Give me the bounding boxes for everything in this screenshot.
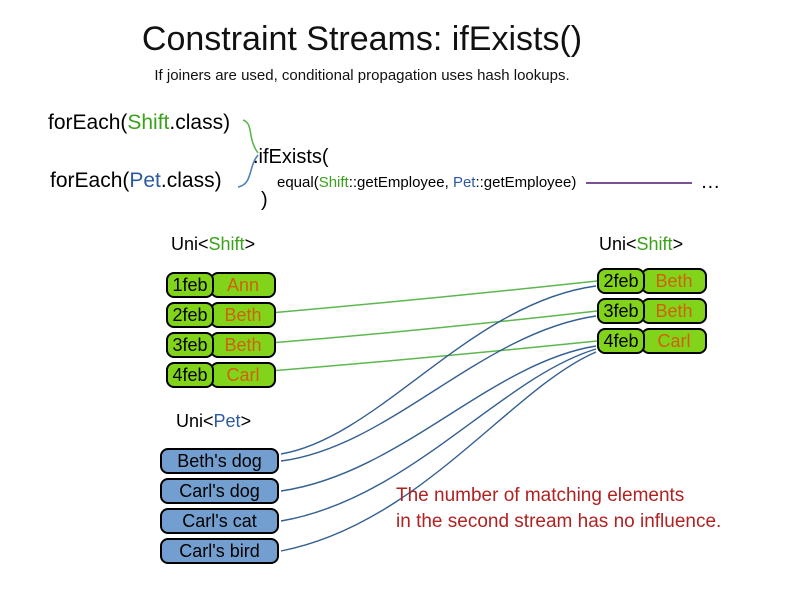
list-item: Beth's dog	[160, 448, 279, 474]
header-prefix: Uni<	[599, 234, 637, 254]
code-equal-joiner: equal(Shift::getEmployee, Pet::getEmploy…	[277, 171, 720, 194]
page-title: Constraint Streams: ifExists()	[141, 20, 583, 58]
pet-table: Beth's dog Carl's dog Carl's cat Carl's …	[160, 448, 279, 564]
date-cell: 1feb	[166, 272, 214, 298]
match-line-beths-dog-2feb	[280, 285, 597, 455]
equal-prefix: equal(	[277, 174, 319, 191]
employee-cell: Carl	[641, 328, 707, 354]
header-type: Shift	[208, 234, 245, 254]
employee-cell: Carl	[210, 362, 276, 388]
header-suffix: >	[240, 411, 252, 431]
table-row: 2feb Beth	[597, 268, 707, 294]
employee-cell: Beth	[210, 302, 276, 328]
equal-pet-ref: Pet	[452, 174, 476, 191]
right-shift-table: 2feb Beth 3feb Beth 4feb Carl	[597, 268, 707, 354]
pet-table-header: Uni<Pet>	[176, 411, 251, 432]
employee-cell: Beth	[641, 268, 707, 294]
match-line-beths-dog-3feb	[280, 315, 597, 462]
right-shift-table-header: Uni<Shift>	[599, 234, 683, 255]
date-cell: 3feb	[597, 298, 645, 324]
foreach-shift-class: Shift	[127, 111, 170, 134]
list-item: Carl's cat	[160, 508, 279, 534]
date-cell: 4feb	[597, 328, 645, 354]
code-foreach-shift: forEach(Shift.class)	[48, 111, 230, 135]
table-row: 3feb Beth	[597, 298, 707, 324]
slide-header: Constraint Streams: ifExists() If joiner…	[0, 0, 724, 84]
match-line-carls-dog-4feb	[280, 345, 597, 492]
date-cell: 2feb	[597, 268, 645, 294]
annotation-line2: in the second stream has no influence.	[396, 511, 722, 532]
table-row: 3feb Beth	[166, 332, 276, 358]
ellipsis-text: …	[700, 171, 721, 193]
list-item: Carl's dog	[160, 478, 279, 504]
header-prefix: Uni<	[171, 234, 209, 254]
employee-cell: Beth	[210, 332, 276, 358]
match-line-shift-2feb	[269, 280, 598, 314]
code-if-exists: .ifExists(	[253, 146, 329, 168]
employee-cell: Ann	[210, 272, 276, 298]
foreach-pet-class: Pet	[129, 169, 161, 192]
left-shift-table-header: Uni<Shift>	[171, 234, 255, 255]
date-cell: 3feb	[166, 332, 214, 358]
table-row: 1feb Ann	[166, 272, 276, 298]
header-suffix: >	[244, 234, 256, 254]
table-row: 4feb Carl	[166, 362, 276, 388]
header-suffix: >	[672, 234, 684, 254]
foreach-pet-prefix: forEach(	[50, 169, 130, 192]
match-line-shift-4feb	[269, 340, 598, 372]
equal-suffix: ::getEmployee)	[475, 174, 577, 191]
equal-shift-ref: Shift	[318, 174, 349, 191]
foreach-shift-suffix: .class)	[169, 111, 231, 134]
date-cell: 4feb	[166, 362, 214, 388]
date-cell: 2feb	[166, 302, 214, 328]
header-type: Pet	[213, 411, 241, 431]
annotation-line1: The number of matching elements	[396, 485, 685, 506]
header-prefix: Uni<	[176, 411, 214, 431]
code-foreach-pet: forEach(Pet.class)	[50, 169, 222, 193]
employee-cell: Beth	[641, 298, 707, 324]
left-shift-table: 1feb Ann 2feb Beth 3feb Beth 4feb Carl	[166, 272, 276, 388]
equal-mid: ::getEmployee,	[348, 174, 453, 191]
table-row: 2feb Beth	[166, 302, 276, 328]
foreach-shift-prefix: forEach(	[48, 111, 128, 134]
header-type: Shift	[636, 234, 673, 254]
list-item: Carl's bird	[160, 538, 279, 564]
annotation-note: The number of matching elements in the s…	[396, 483, 721, 535]
table-row: 4feb Carl	[597, 328, 707, 354]
foreach-pet-suffix: .class)	[160, 169, 222, 192]
code-close-paren: )	[261, 189, 268, 211]
continuation-line	[586, 181, 693, 184]
match-line-shift-3feb	[269, 310, 598, 344]
slide-subtitle: If joiners are used, conditional propaga…	[154, 67, 570, 84]
